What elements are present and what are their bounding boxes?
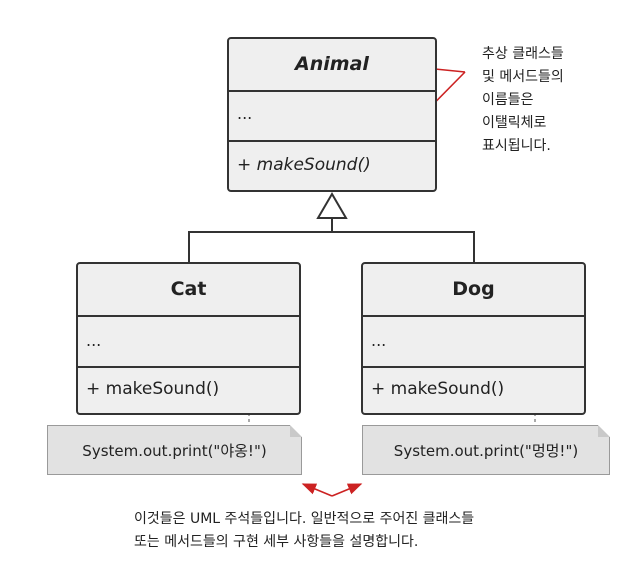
callout-line: 추상 클래스들 xyxy=(482,46,564,62)
cat-note-text: System.out.print("야옹!") xyxy=(82,441,267,460)
dog-fields: ... xyxy=(371,331,387,350)
note-fold-icon xyxy=(598,425,610,437)
explanation-line: 이것들은 UML 주석들입니다. 일반적으로 주어진 클래스들 xyxy=(134,511,475,527)
note-fold-icon xyxy=(290,425,302,437)
cat-uml-note: System.out.print("야옹!") xyxy=(47,425,302,475)
callout-line: 이탤릭체로 xyxy=(482,115,547,131)
explanation-line: 또는 메서드들의 구현 세부 사항들을 설명합니다. xyxy=(134,534,419,550)
italic-explanation-callout: 추상 클래스들 및 메서드들의 이름들은 이탤릭체로 표시됩니다. xyxy=(482,43,632,158)
inheritance-arrowhead xyxy=(316,192,348,219)
animal-method: + makeSound() xyxy=(237,155,371,175)
dog-method: + makeSound() xyxy=(371,379,505,399)
comment-callout-arrow-right xyxy=(331,483,363,497)
comment-callout-arrow-left xyxy=(301,483,333,497)
cat-class-name: Cat xyxy=(170,278,207,300)
animal-fields: ... xyxy=(237,104,253,123)
callout-line: 이름들은 xyxy=(482,92,534,108)
cat-fields: ... xyxy=(86,331,102,350)
dog-class-name: Dog xyxy=(452,278,495,300)
uml-comment-explanation: 이것들은 UML 주석들입니다. 일반적으로 주어진 클래스들 또는 메서드들의… xyxy=(134,508,614,554)
animal-class-box: Animal ... + makeSound() xyxy=(227,37,437,192)
dog-uml-note: System.out.print("멍멍!") xyxy=(362,425,610,475)
cat-method: + makeSound() xyxy=(86,379,220,399)
callout-line: 표시됩니다. xyxy=(482,138,551,154)
dog-note-text: System.out.print("멍멍!") xyxy=(393,441,579,460)
animal-class-name: Animal xyxy=(295,53,369,75)
cat-class-box: Cat ... + makeSound() xyxy=(76,262,301,415)
dog-class-box: Dog ... + makeSound() xyxy=(361,262,586,415)
callout-line: 및 메서드들의 xyxy=(482,69,564,85)
